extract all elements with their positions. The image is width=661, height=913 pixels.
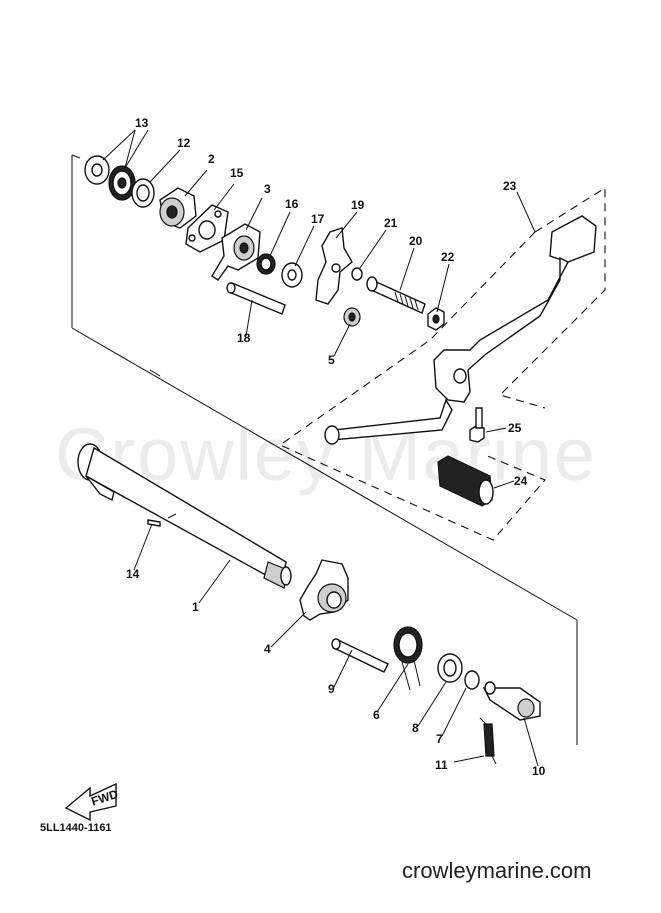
part-18-pin (226, 282, 286, 315)
part-9-pin (331, 638, 389, 673)
pedal-group-frame (278, 187, 606, 541)
callout-24: 24 (514, 474, 528, 488)
leader-lines (102, 129, 539, 767)
drawing-code: 5LL1440-1161 (40, 822, 112, 834)
part-15-plate (185, 204, 229, 253)
part-5-collar (343, 307, 361, 327)
part-22-nut (427, 307, 445, 331)
callout-labels: 13 12 2 15 3 16 17 19 21 20 22 18 5 23 2… (126, 116, 546, 778)
callout-20: 20 (409, 234, 423, 248)
part-20-bolt (366, 276, 426, 314)
part-1-shift-shaft (77, 443, 292, 589)
callout-23: 23 (503, 179, 517, 193)
part-25-bolt (469, 407, 485, 443)
callout-7: 7 (436, 732, 443, 746)
callout-5: 5 (328, 353, 335, 367)
part-14-pin (147, 513, 177, 527)
callout-13: 13 (135, 116, 149, 130)
part-2-collar (159, 187, 197, 229)
callout-4: 4 (264, 642, 271, 656)
assembly-frame (71, 154, 578, 745)
callout-25: 25 (508, 421, 522, 435)
callout-15: 15 (230, 166, 244, 180)
part-17-washer (281, 262, 303, 288)
callout-9: 9 (328, 682, 335, 696)
part-24-rubber (437, 455, 494, 507)
part-19-stopper-lever (315, 227, 353, 305)
callout-11: 11 (435, 758, 448, 772)
part-4-cam-lever (299, 559, 349, 621)
callout-12: 12 (177, 136, 191, 150)
website-link[interactable]: crowleymarine.com (402, 858, 592, 883)
callout-10: 10 (532, 764, 546, 778)
part-23-shift-pedal (324, 215, 597, 445)
part-8-washer (437, 653, 463, 683)
callout-3: 3 (264, 182, 271, 196)
callout-19: 19 (351, 198, 365, 212)
fwd-arrow: FWD (64, 782, 120, 822)
callout-18: 18 (237, 331, 251, 345)
part-11-spring (479, 717, 497, 765)
part-21-circlip (351, 267, 363, 281)
callout-22: 22 (441, 250, 455, 264)
callout-8: 8 (412, 721, 419, 735)
callout-21: 21 (384, 216, 398, 230)
callout-2: 2 (208, 152, 215, 166)
part-12-washer (131, 178, 155, 208)
part-6-spring (393, 626, 423, 691)
callout-6: 6 (373, 708, 380, 722)
callout-1: 1 (192, 600, 199, 614)
part-3-lever (211, 223, 261, 281)
part-10-arm (482, 681, 541, 721)
callout-17: 17 (311, 212, 325, 226)
callout-14: 14 (126, 567, 140, 581)
part-7-circlip (464, 670, 480, 690)
part-16-spring (256, 253, 276, 275)
callout-16: 16 (285, 197, 299, 211)
part-13-bearing (84, 155, 136, 201)
